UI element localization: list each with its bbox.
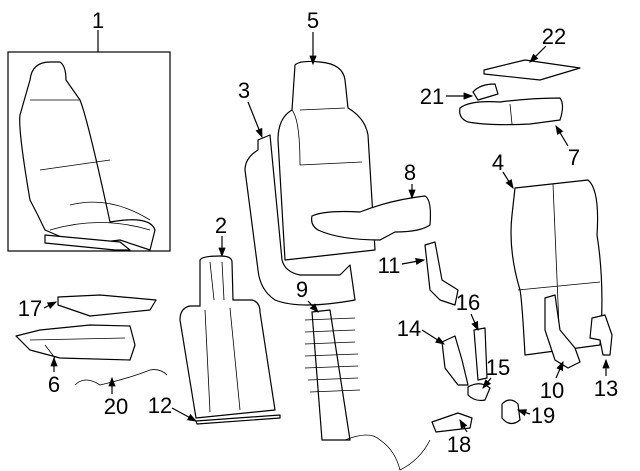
callout-12: 12 [148, 393, 172, 418]
callout-16: 16 [456, 290, 480, 315]
part-17-seat-pan [57, 294, 157, 317]
callout-20: 20 [104, 394, 128, 419]
callout-numbers: 1 2 3 4 5 6 7 8 9 10 11 12 13 14 15 16 1… [18, 8, 618, 457]
callout-21: 21 [420, 84, 444, 109]
part-20-wire-harness [74, 369, 168, 386]
part-8-seat-cushion [311, 195, 432, 241]
part-12-trim-strip [195, 414, 281, 425]
part-6-seat-frame-track [15, 324, 136, 361]
callout-22: 22 [542, 24, 566, 49]
callout-3: 3 [238, 78, 250, 103]
callout-15: 15 [486, 355, 510, 380]
part-21-clip [472, 83, 499, 101]
callout-5: 5 [307, 8, 319, 33]
part-16-trim-cover [473, 327, 488, 381]
callout-7: 7 [568, 145, 580, 170]
callout-4: 4 [492, 150, 504, 175]
part-13-side-shield [589, 314, 613, 356]
part-11-recliner-left [424, 241, 459, 306]
part-7-seat-cushion-pad [459, 97, 564, 126]
callout-17: 17 [18, 296, 42, 321]
part-10-recliner-right [544, 294, 581, 369]
part-2-seat-back-frame [179, 255, 276, 419]
callout-9: 9 [296, 277, 308, 302]
callout-14: 14 [397, 316, 421, 341]
part-3-seat-back-panel [244, 134, 356, 306]
callout-13: 13 [594, 376, 618, 401]
callout-2: 2 [215, 213, 227, 238]
part-9-lumbar-support [304, 309, 431, 471]
callout-6: 6 [48, 372, 60, 397]
part-1-seat-assembly [7, 51, 171, 252]
part-14-bracket [441, 335, 469, 386]
part-19-knob-cover [501, 399, 521, 425]
part-22-heater-pad [483, 59, 581, 81]
part-15-knob [467, 383, 491, 402]
callout-10: 10 [540, 378, 564, 403]
callout-1: 1 [92, 8, 104, 33]
callout-8: 8 [404, 160, 416, 185]
callout-11: 11 [378, 253, 401, 278]
callout-18: 18 [447, 432, 471, 457]
leader-lines [43, 30, 610, 433]
callout-19: 19 [531, 403, 555, 428]
